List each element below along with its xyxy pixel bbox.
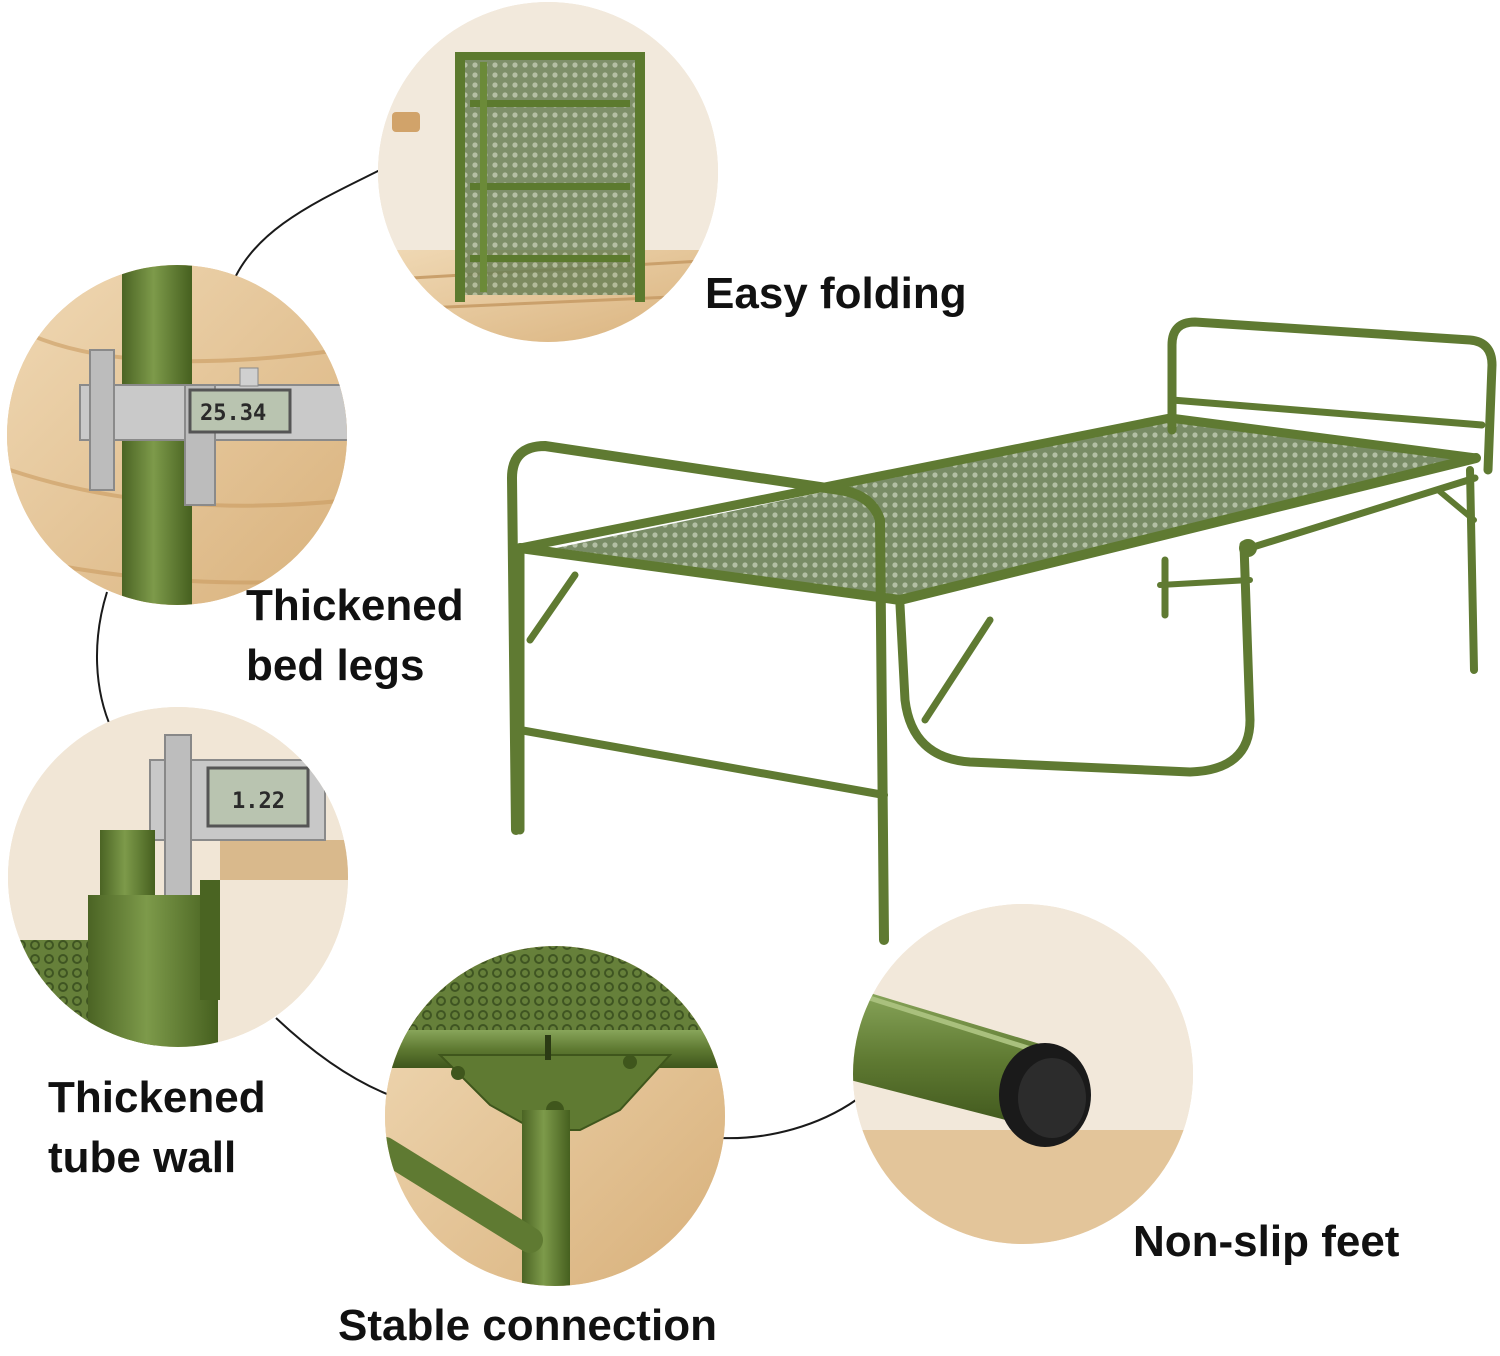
feature-easy-folding-text: Easy folding <box>705 269 967 318</box>
feature-stable-connection-text: Stable connection <box>338 1301 717 1350</box>
connector-lines <box>95 169 857 1140</box>
feature-bed-legs-line-2: bed legs <box>246 641 425 690</box>
leg-caliper-photo: 25.34 <box>7 265 347 605</box>
non-slip-foot-photo <box>853 904 1193 1244</box>
feature-tube-wall-line-2: tube wall <box>48 1133 237 1182</box>
feature-non-slip-feet-text: Non-slip feet <box>1133 1217 1400 1266</box>
tube-wall-caliper-photo: 1.22 <box>8 707 348 1047</box>
connection-joint-photo <box>385 946 725 1286</box>
folded-bed-photo <box>378 2 718 342</box>
caliper-leg-reading: 25.34 <box>200 401 266 426</box>
folding-bed-main <box>507 317 1497 945</box>
caliper-wall-reading: 1.22 <box>232 789 285 814</box>
feature-bed-legs-line-1: Thickened <box>246 581 464 630</box>
feature-label-thickened-tube-wall: Thickened tube wall <box>48 1068 266 1188</box>
feature-label-easy-folding: Easy folding <box>705 264 967 324</box>
feature-label-stable-connection: Stable connection <box>338 1296 717 1356</box>
feature-tube-wall-line-1: Thickened <box>48 1073 266 1122</box>
feature-label-non-slip-feet: Non-slip feet <box>1133 1212 1399 1272</box>
feature-label-thickened-bed-legs: Thickened bed legs <box>246 576 464 696</box>
